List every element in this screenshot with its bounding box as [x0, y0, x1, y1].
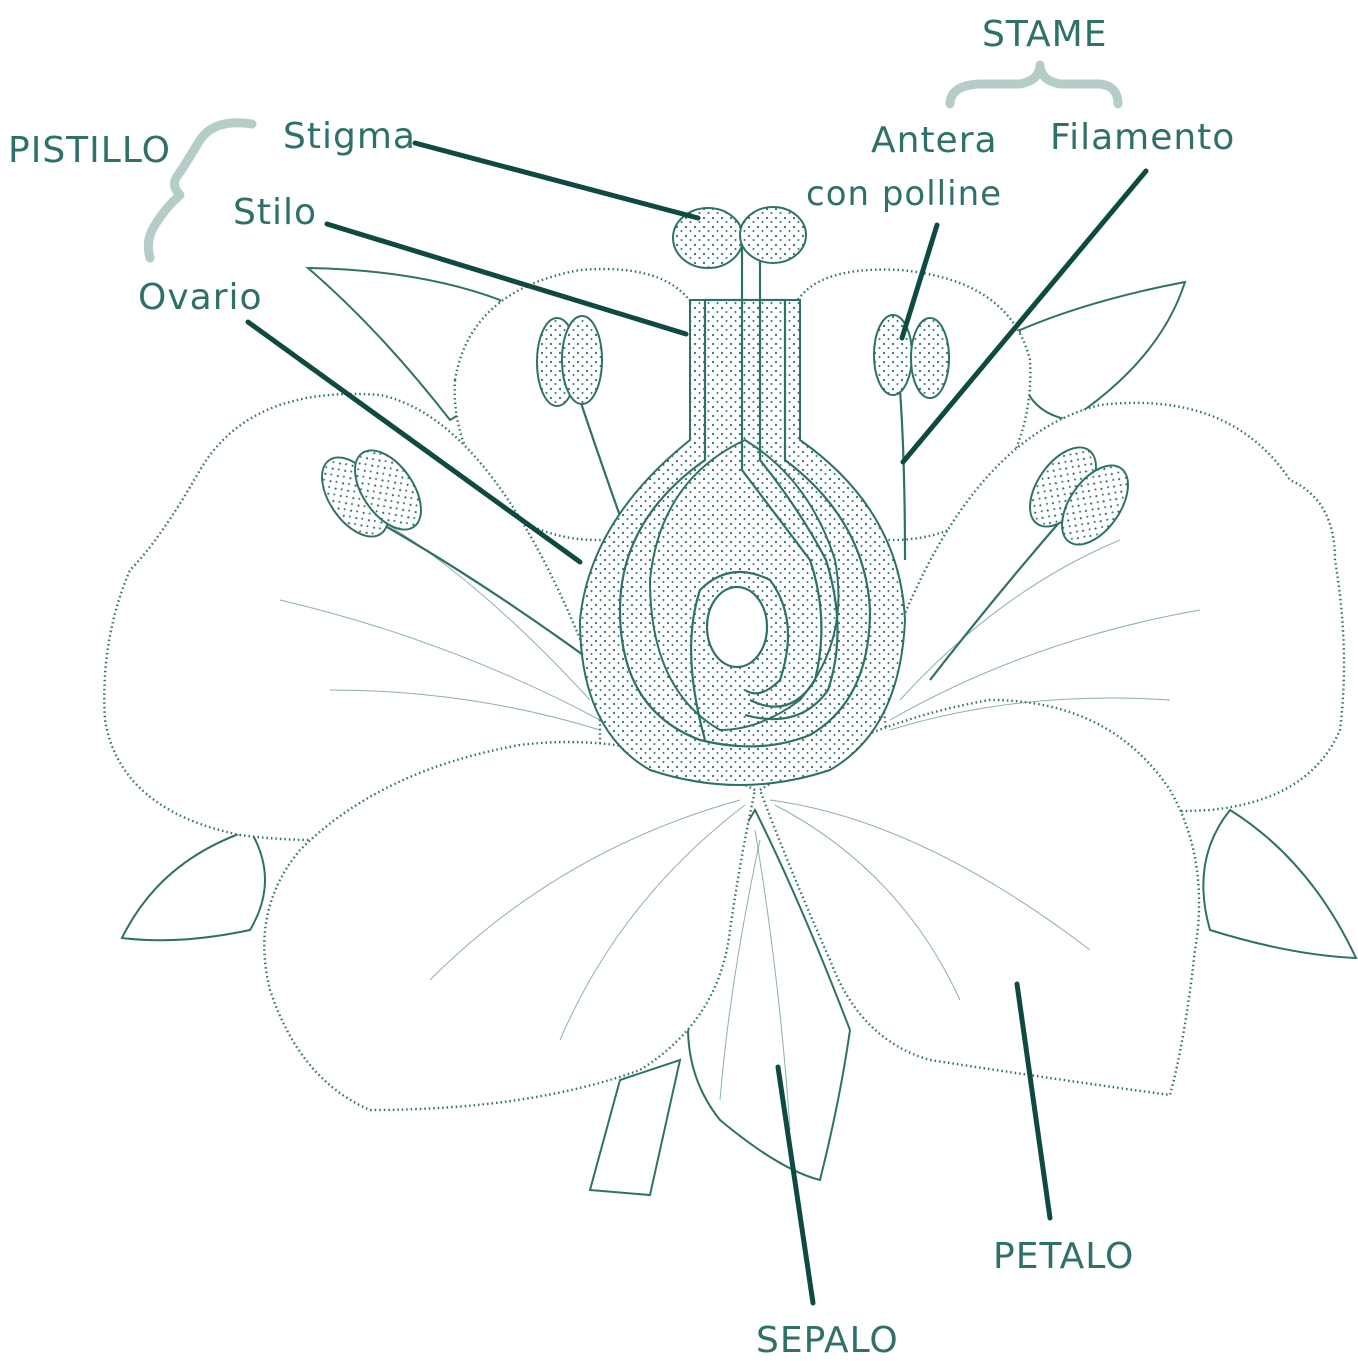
stigma-leader: [415, 143, 698, 218]
ovule: [707, 587, 767, 667]
sepal-back-right: [1019, 282, 1185, 420]
sepal-lower-left: [122, 830, 265, 940]
label-ovario: Ovario: [138, 277, 263, 318]
label-sepalo: SEPALO: [756, 1320, 899, 1361]
label-antera: Antera: [871, 120, 998, 161]
stigma-left: [673, 208, 743, 268]
label-petalo: PETALO: [993, 1236, 1134, 1277]
sepal-lower-right: [1203, 810, 1356, 958]
label-stame: STAME: [982, 14, 1107, 55]
label-con-polline: con polline: [806, 174, 1002, 214]
label-filamento: Filamento: [1050, 117, 1235, 158]
stame-brace: [950, 65, 1118, 104]
sepalo-leader: [778, 1067, 813, 1303]
label-stilo: Stilo: [233, 192, 317, 233]
stigma-right: [740, 207, 806, 263]
label-pistillo: PISTILLO: [8, 130, 171, 171]
label-stigma: Stigma: [283, 116, 416, 157]
